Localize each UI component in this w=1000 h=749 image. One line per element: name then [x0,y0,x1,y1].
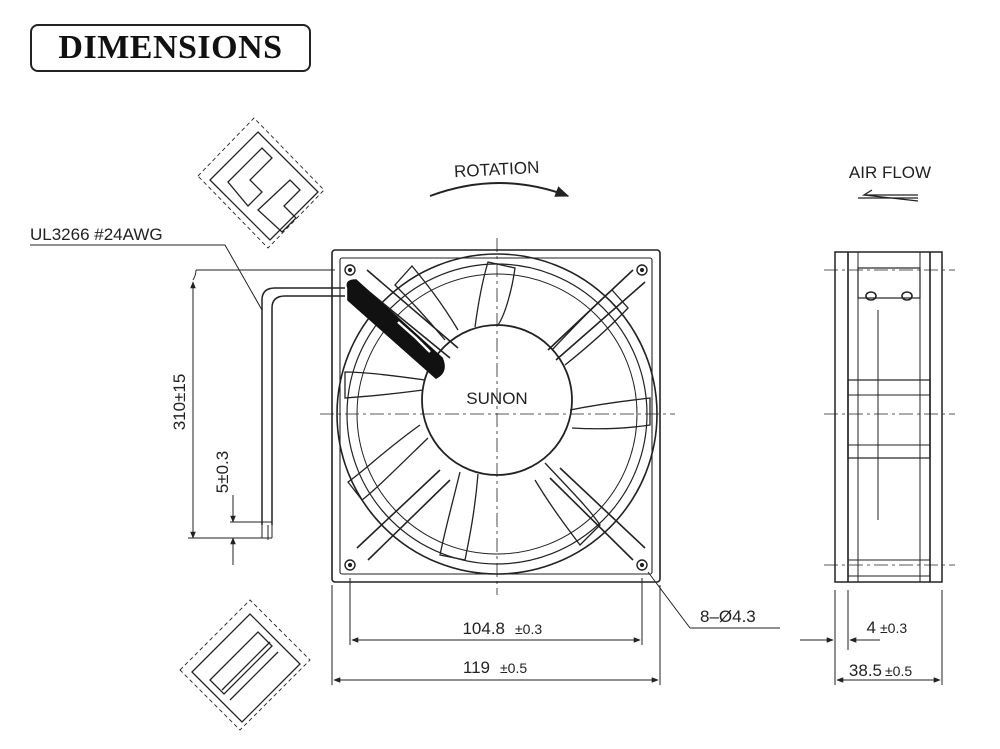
wire-grommet [346,279,445,379]
lead-wires [261,287,345,540]
brand-label: SUNON [466,389,527,408]
side-dimensions [800,590,943,685]
frame-struts [356,269,646,561]
hole-spacing-tolerance: ±0.3 [515,621,542,637]
frame-size-value: 119 [463,658,490,677]
detail-section-bottom [179,599,311,731]
depth-tolerance: ±0.5 [885,663,912,679]
wire-spec-label: UL3266 #24AWG [30,225,163,244]
flange-tolerance: ±0.3 [880,620,907,636]
rotation-arrow [429,182,570,197]
mounting-holes-label: 8–Ø4.3 [700,607,756,626]
flange-value: 4 [867,618,876,637]
lead-length-label: 310±15 [170,374,189,431]
frame-size-tolerance: ±0.5 [500,660,527,676]
centerlines [320,238,675,595]
depth-value: 38.5 [849,661,882,680]
air-flow-arrow [858,189,919,202]
fan-frame-outline [331,249,661,583]
fan-front-view [320,238,675,595]
mounting-holes [344,264,648,571]
rotation-label: ROTATION [454,158,540,181]
wire-label-leader [30,244,263,311]
hole-spacing-value: 104.8 [462,619,505,638]
detail-section-top [197,117,325,249]
fan-side-view [824,251,955,583]
page-title: DIMENSIONS [30,24,311,72]
air-flow-label: AIR FLOW [849,163,931,182]
lead-length-dimension [188,269,335,565]
width-dimensions [331,578,661,685]
lead-strip-label: 5±0.3 [213,451,232,493]
fan-blades [344,261,651,561]
hole-leader [647,571,780,629]
